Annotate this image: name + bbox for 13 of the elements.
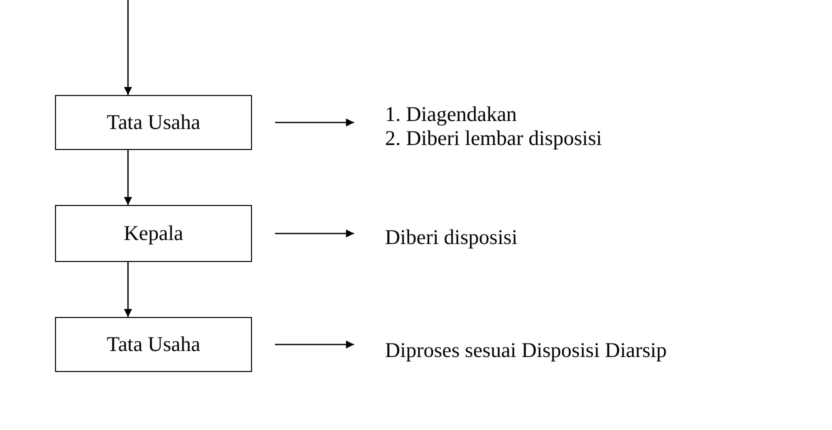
process-box: Tata Usaha xyxy=(55,317,252,372)
step-note: Diproses sesuai Disposisi Diarsip xyxy=(385,338,668,362)
step-note: Diberi disposisi xyxy=(385,225,518,249)
arrow xyxy=(275,118,354,126)
arrow xyxy=(124,262,132,317)
arrow xyxy=(275,340,354,348)
step-note: 2. Diberi lembar disposisi xyxy=(385,126,603,150)
process-box: Tata Usaha xyxy=(55,95,252,150)
arrow xyxy=(124,150,132,205)
arrow xyxy=(124,0,132,95)
arrow xyxy=(275,230,354,238)
process-box: Kepala xyxy=(55,205,252,262)
step-note: 1. Diagendakan xyxy=(385,102,518,126)
